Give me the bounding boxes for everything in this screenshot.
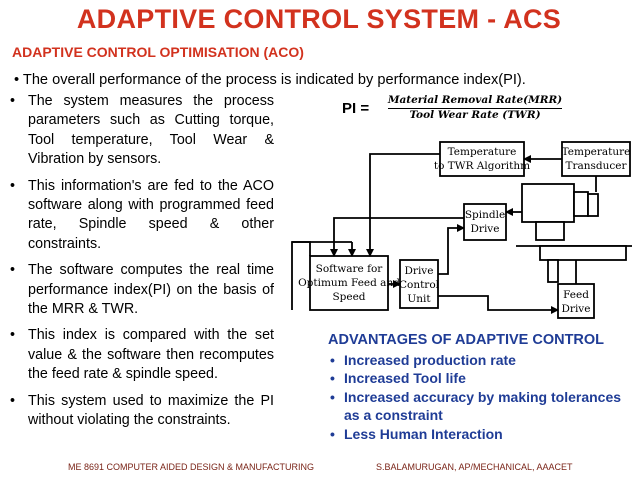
pi-formula-label: PI = — [342, 100, 370, 117]
section-subtitle: ADAPTIVE CONTROL OPTIMISATION (ACO) — [12, 44, 304, 60]
software-label: Speed — [332, 291, 365, 303]
intro-text: • The overall performance of the process… — [14, 72, 526, 88]
advantage-item: Increased accuracy by making tolerances … — [328, 388, 638, 425]
software-label: Software for — [316, 263, 384, 275]
bullet-item: This index is compared with the set valu… — [8, 326, 274, 384]
advantage-item: Less Human Interaction — [328, 425, 638, 444]
spindle-drive-label: Spindle — [465, 209, 505, 221]
adaptive-control-diagram: Temperature to TWR Algorithm Temperature… — [291, 141, 632, 319]
pi-formula: Material Removal Rate(MRR) Tool Wear Rat… — [380, 94, 570, 121]
advantages-title: ADVANTAGES OF ADAPTIVE CONTROL — [328, 332, 605, 348]
drive-control-label: Control — [399, 279, 440, 291]
temp-transducer-label: Temperature — [562, 146, 631, 158]
advantage-item: Increased production rate — [328, 351, 638, 370]
feed-drive-label: Drive — [562, 303, 591, 315]
pi-numerator: Material Removal Rate(MRR) — [387, 94, 563, 109]
temp-transducer-label: Transducer — [565, 160, 627, 172]
process-bullet-list: The system measures the process paramete… — [8, 92, 274, 438]
temp-twr-label: to TWR Algorithm — [434, 160, 530, 172]
temp-twr-label: Temperature — [448, 146, 517, 158]
bullet-item: The software computes the real time perf… — [8, 261, 274, 319]
bullet-item: The system measures the process paramete… — [8, 92, 274, 170]
software-label: Optimum Feed and — [298, 277, 400, 289]
slide-title: ADAPTIVE CONTROL SYSTEM - ACS — [76, 4, 562, 34]
spindle-drive-label: Drive — [471, 223, 500, 235]
advantage-item: Increased Tool life — [328, 369, 638, 388]
advantages-section: ADVANTAGES OF ADAPTIVE CONTROL Increased… — [328, 332, 638, 443]
pi-denominator: Tool Wear Rate (TWR) — [409, 109, 541, 121]
advantages-list: Increased production rate Increased Tool… — [328, 351, 638, 443]
footer-author: S.BALAMURUGAN, AP/MECHANICAL, AAACET — [376, 462, 573, 472]
bullet-item: This system used to maximize the PI with… — [8, 392, 274, 431]
drive-control-label: Unit — [407, 293, 431, 305]
bullet-item: This information's are fed to the ACO so… — [8, 177, 274, 255]
drive-control-label: Drive — [405, 265, 434, 277]
footer-course: ME 8691 COMPUTER AIDED DESIGN & MANUFACT… — [68, 462, 315, 472]
feed-drive-label: Feed — [563, 289, 589, 301]
